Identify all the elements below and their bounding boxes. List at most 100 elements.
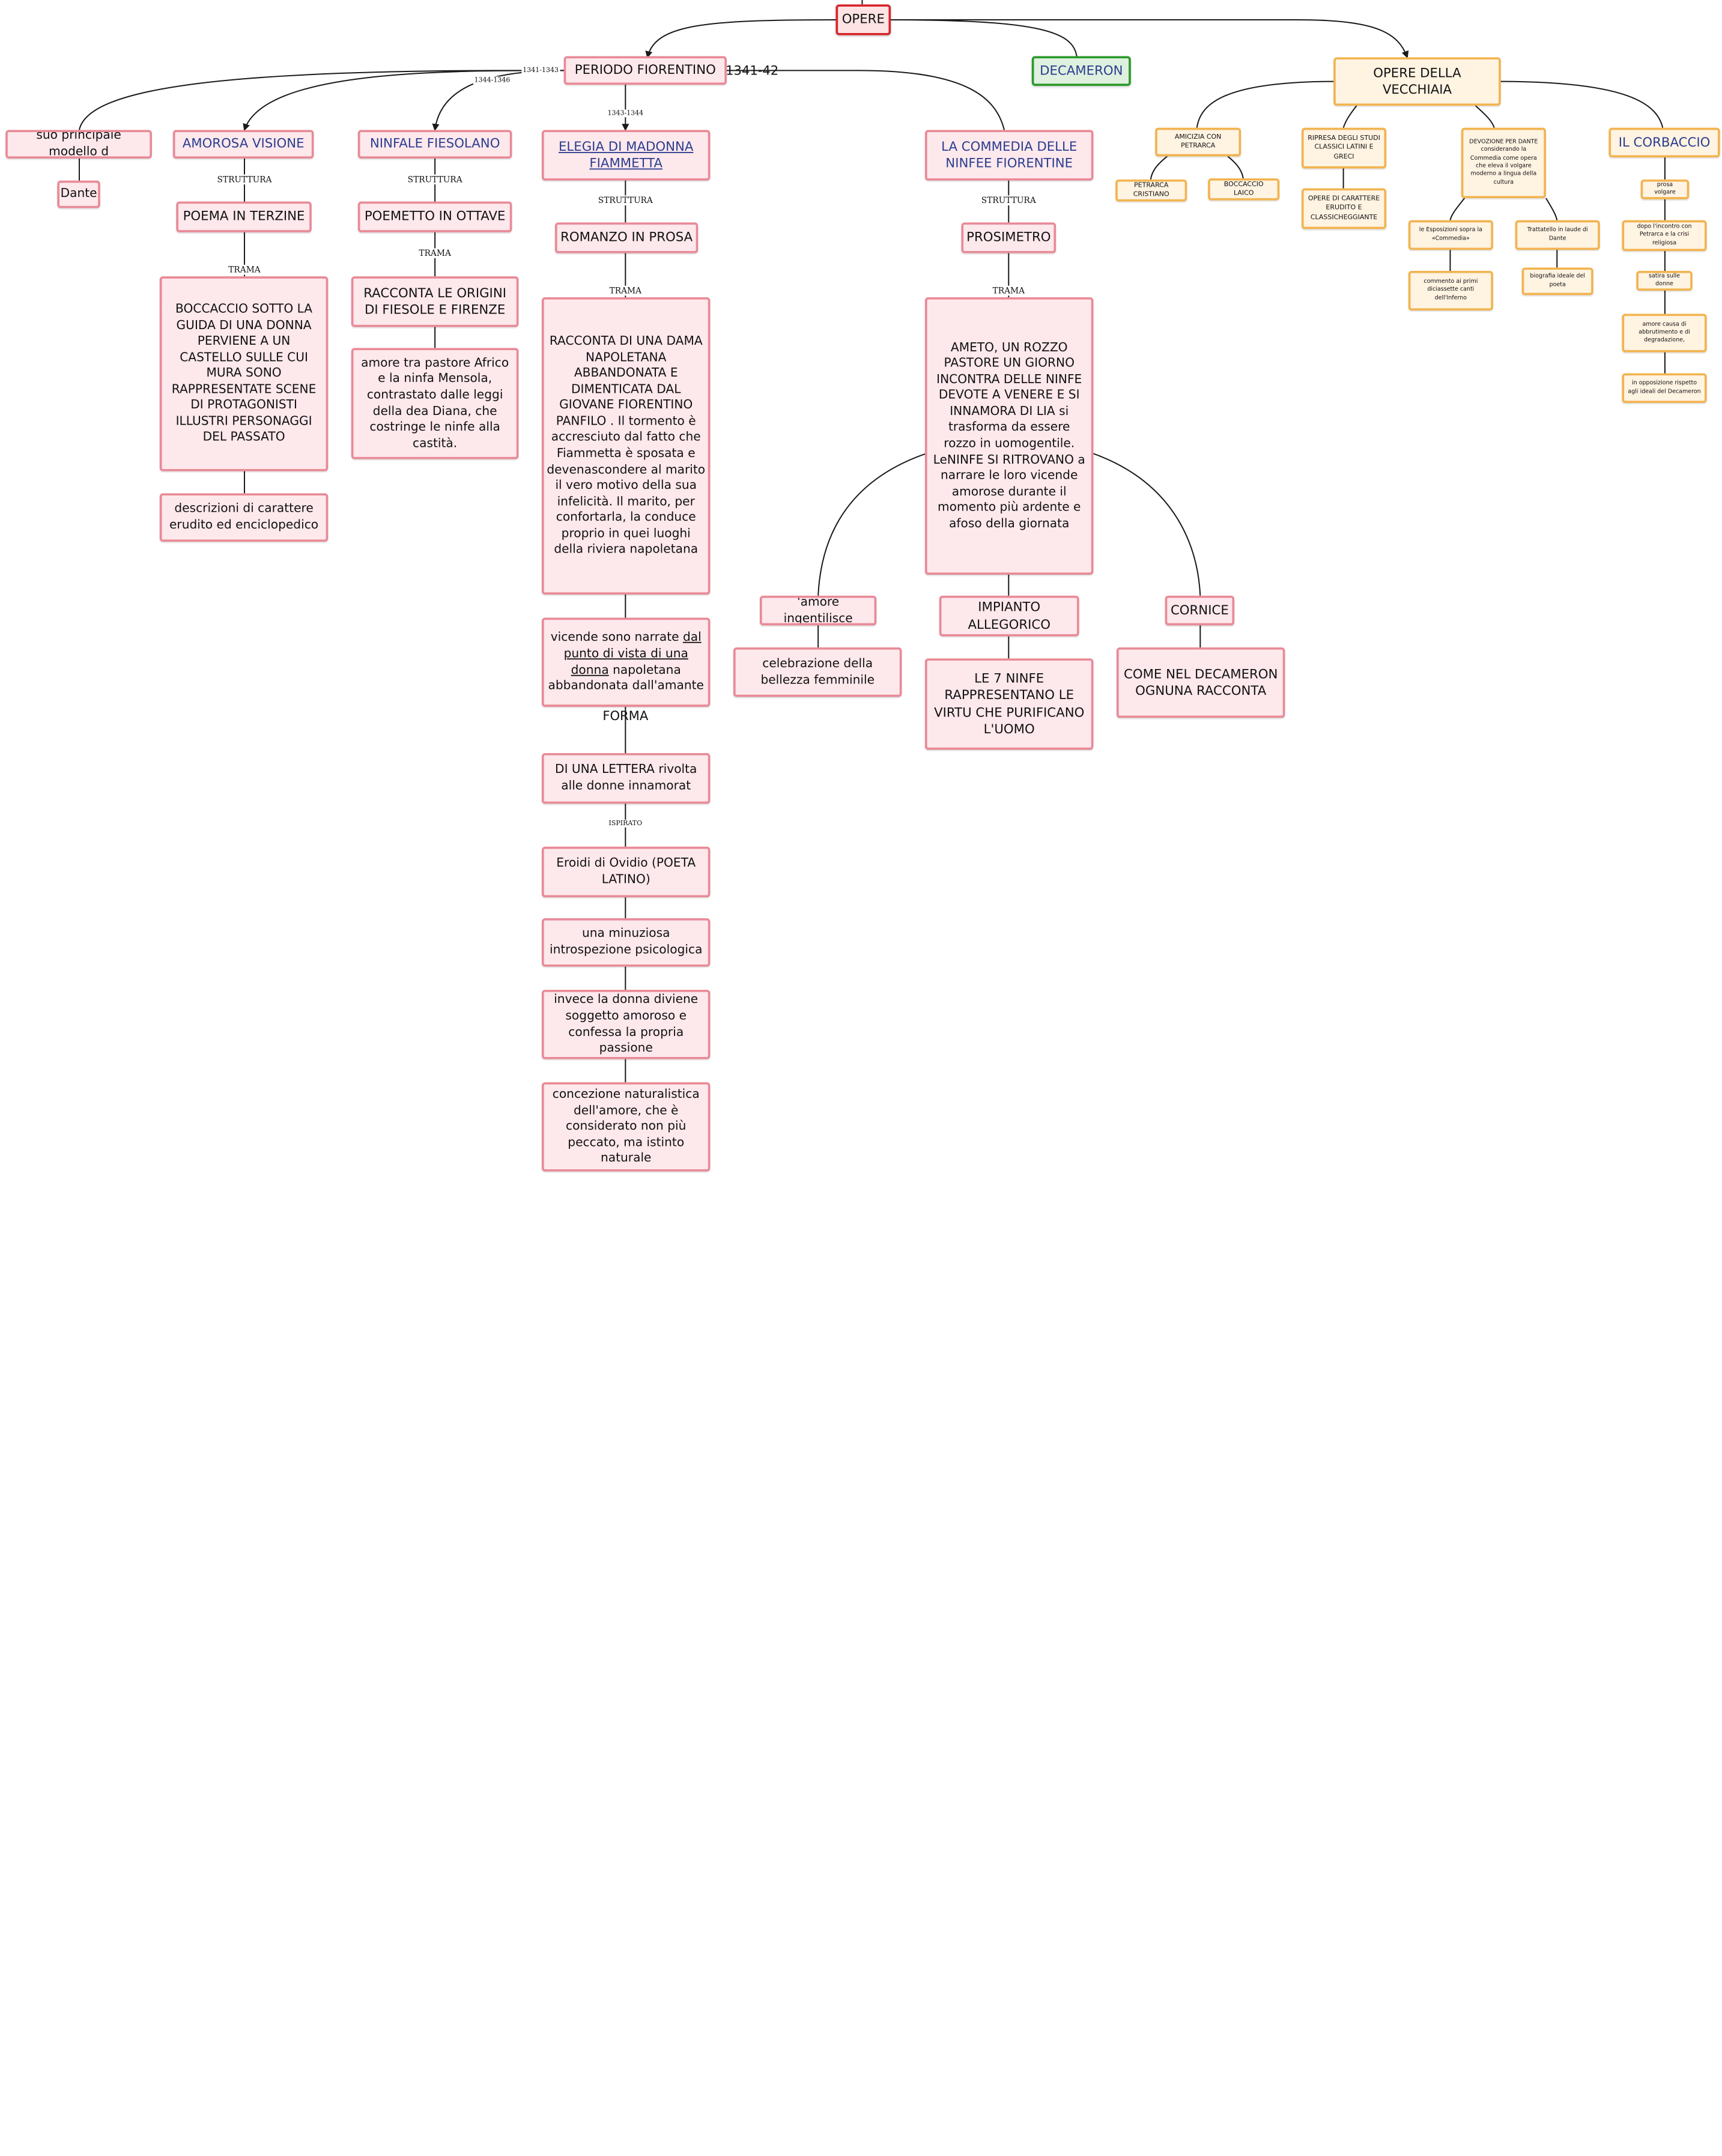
descrizioni-node[interactable]: descrizioni di carattere erudito ed enci… bbox=[159, 493, 329, 542]
racconta-dama-text: RACCONTA DI UNA DAMA NAPOLETANA ABBANDON… bbox=[547, 334, 706, 556]
amore-pastore-node[interactable]: amore tra pastore Africo e la ninfa Mens… bbox=[351, 348, 519, 459]
come-decameron-text: COME NEL DECAMERON OGNUNA RACCONTA bbox=[1124, 665, 1278, 698]
ninfale-text: NINFALE FIESOLANO bbox=[369, 136, 500, 151]
dante-node[interactable]: Dante bbox=[57, 180, 100, 208]
connector-label-trama: TRAMA bbox=[417, 248, 452, 258]
introspezione-node[interactable]: una minuziosa introspezione psicologica bbox=[541, 918, 711, 967]
commedia-ninfe-node[interactable]: LA COMMEDIA DELLE NINFEE FIORENTINE bbox=[924, 130, 1094, 181]
connector-label-trama: TRAMA bbox=[608, 285, 643, 296]
soggetto-text: invece la donna diviene soggetto amoroso… bbox=[554, 992, 699, 1055]
amore-pastore-text: amore tra pastore Africo e la ninfa Mens… bbox=[361, 356, 509, 450]
celebrazione-node[interactable]: celebrazione della bellezza femminile bbox=[733, 647, 902, 697]
lettera-node[interactable]: DI UNA LETTERA rivolta alle donne innamo… bbox=[541, 752, 711, 804]
elegia-text: ELEGIA DI MADONNA FIAMMETTA bbox=[558, 138, 694, 171]
satira-text: satira sulle donne bbox=[1648, 273, 1681, 288]
modello-node[interactable]: suo principale modello d bbox=[5, 130, 152, 159]
amicizia-node[interactable]: AMICIZIA CON PETRARCA bbox=[1155, 127, 1241, 157]
opere-node[interactable]: OPERE bbox=[835, 4, 891, 35]
poema-terzine-node[interactable]: POEMA IN TERZINE bbox=[176, 201, 312, 232]
romanzo-prosa-text: ROMANZO IN PROSA bbox=[560, 229, 693, 245]
date-label: 1341-42 bbox=[726, 62, 779, 79]
sette-ninfe-text: LE 7 NINFE RAPPRESENTANO LE VIRTU CHE PU… bbox=[934, 670, 1085, 737]
date-label: 1343-1344 bbox=[606, 109, 645, 118]
devozione-node[interactable]: DEVOZIONE PER DANTE considerando la Comm… bbox=[1461, 127, 1546, 198]
satira-node[interactable]: satira sulle donne bbox=[1636, 270, 1693, 291]
dopo-incontro-node[interactable]: dopo l'incontro con Petrarca e la crisi … bbox=[1622, 220, 1707, 251]
ameto-node[interactable]: AMETO, UN ROZZO PASTORE UN GIORNO INCONT… bbox=[924, 297, 1094, 575]
date-label: 1341-1343 bbox=[521, 66, 560, 74]
boccaccio-laico-node[interactable]: BOCCACCIO LAICO bbox=[1208, 178, 1280, 201]
connector-label-trama: TRAMA bbox=[991, 285, 1026, 296]
prosimetro-node[interactable]: PROSIMETRO bbox=[961, 222, 1057, 253]
elegia-node[interactable]: ELEGIA DI MADONNA FIAMMETTA bbox=[541, 130, 711, 181]
boccaccio-guida-node[interactable]: BOCCACCIO SOTTO LA GUIDA DI UNA DONNA PE… bbox=[159, 276, 329, 471]
decameron-text: DECAMERON bbox=[1040, 62, 1123, 78]
introspezione-text: una minuziosa introspezione psicologica bbox=[549, 926, 703, 957]
origini-fiesole-text: RACCONTA LE ORIGINI DI FIESOLE E FIRENZE bbox=[363, 285, 507, 317]
lettera-text: DI UNA LETTERA rivolta alle donne innamo… bbox=[555, 762, 697, 793]
opere-erudito-node[interactable]: OPERE DI CARATTERE ERUDITO E CLASSICHEGG… bbox=[1301, 188, 1387, 229]
concezione-text: concezione naturalistica dell'amore, che… bbox=[552, 1086, 700, 1166]
concezione-node[interactable]: concezione naturalistica dell'amore, che… bbox=[541, 1082, 711, 1172]
opposizione-text: in opposizione rispetto agli ideali del … bbox=[1628, 380, 1701, 395]
commedia-ninfe-text: LA COMMEDIA DELLE NINFEE FIORENTINE bbox=[941, 138, 1078, 171]
ninfale-node[interactable]: NINFALE FIESOLANO bbox=[357, 130, 512, 159]
periodo-fiorentino-text: PERIODO FIORENTINO bbox=[574, 62, 716, 77]
corbaccio-node[interactable]: IL CORBACCIO bbox=[1608, 127, 1720, 158]
modello-text: suo principale modello d bbox=[36, 130, 121, 159]
impianto-text: IMPIANTO ALLEGORICO bbox=[968, 599, 1050, 632]
ripresa-text: RIPRESA DEGLI STUDI CLASSICI LATINI E GR… bbox=[1308, 135, 1380, 160]
racconta-dama-node[interactable]: RACCONTA DI UNA DAMA NAPOLETANA ABBANDON… bbox=[541, 297, 711, 595]
vicende-text-underlined: dal punto di vista di una bbox=[563, 630, 702, 661]
cornice-text: CORNICE bbox=[1170, 602, 1229, 618]
commento-text: commento ai primi diciassette canti dell… bbox=[1423, 278, 1478, 301]
amore-causa-node[interactable]: amore causa di abbrutimento e di degrada… bbox=[1622, 313, 1707, 353]
biografia-text: biografia ideale del poeta bbox=[1530, 273, 1585, 288]
eroidi-node[interactable]: Eroidi di Ovidio (POETA LATINO) bbox=[541, 846, 711, 898]
connector-label-struttura: STRUTTURA bbox=[216, 174, 273, 185]
boccaccio-laico-text: BOCCACCIO LAICO bbox=[1223, 180, 1264, 198]
amore-causa-text: amore causa di abbrutimento e di degrada… bbox=[1639, 321, 1690, 344]
dopo-incontro-text: dopo l'incontro con Petrarca e la crisi … bbox=[1637, 223, 1692, 247]
prosimetro-text: PROSIMETRO bbox=[966, 229, 1051, 245]
commento-node[interactable]: commento ai primi diciassette canti dell… bbox=[1408, 270, 1493, 310]
trattatello-node[interactable]: Trattatello in laude di Dante bbox=[1515, 220, 1600, 250]
opere-erudito-text: OPERE DI CARATTERE ERUDITO E CLASSICHEGG… bbox=[1308, 195, 1380, 221]
decameron-node[interactable]: DECAMERON bbox=[1031, 56, 1131, 86]
opere-vecchiaia-node[interactable]: OPERE DELLA VECCHIAIA bbox=[1333, 57, 1501, 106]
connector-label-struttura: STRUTTURA bbox=[596, 195, 654, 205]
origini-fiesole-node[interactable]: RACCONTA LE ORIGINI DI FIESOLE E FIRENZE bbox=[351, 276, 519, 327]
impianto-node[interactable]: IMPIANTO ALLEGORICO bbox=[939, 595, 1079, 637]
connector-lines bbox=[78, 0, 1666, 1083]
esposizioni-node[interactable]: le Esposizioni sopra la «Commedia» bbox=[1408, 220, 1493, 250]
amore-ingentilisce-node[interactable]: 'amore ingentilisce bbox=[759, 595, 877, 626]
connector-label-struttura: STRUTTURA bbox=[406, 174, 464, 185]
cornice-node[interactable]: CORNICE bbox=[1165, 595, 1235, 626]
vicende-node[interactable]: vicende sono narrate dal punto di vista … bbox=[541, 617, 711, 707]
amore-ingentilisce-text: 'amore ingentilisce bbox=[783, 595, 853, 625]
vicende-text: vicende sono narrate dal punto di vista … bbox=[547, 631, 705, 694]
biografia-node[interactable]: biografia ideale del poeta bbox=[1521, 267, 1593, 295]
soggetto-node[interactable]: invece la donna diviene soggetto amoroso… bbox=[541, 990, 711, 1059]
amorosa-visione-text: AMOROSA VISIONE bbox=[182, 136, 305, 151]
periodo-fiorentino-node[interactable]: PERIODO FIORENTINO bbox=[563, 56, 727, 85]
vicende-text-underlined: donna bbox=[571, 662, 609, 677]
sette-ninfe-node[interactable]: LE 7 NINFE RAPPRESENTANO LE VIRTU CHE PU… bbox=[924, 658, 1094, 750]
opposizione-node[interactable]: in opposizione rispetto agli ideali del … bbox=[1622, 373, 1707, 403]
connector-label-trama: TRAMA bbox=[227, 264, 262, 275]
poemetto-ottave-node[interactable]: POEMETTO IN OTTAVE bbox=[357, 201, 512, 232]
prosa-volgare-node[interactable]: prosa volgare bbox=[1640, 179, 1690, 199]
esposizioni-text: le Esposizioni sopra la «Commedia» bbox=[1419, 227, 1482, 242]
connector-label-forma: FORMA bbox=[602, 707, 649, 724]
romanzo-prosa-node[interactable]: ROMANZO IN PROSA bbox=[554, 222, 699, 253]
amorosa-visione-node[interactable]: AMOROSA VISIONE bbox=[172, 130, 314, 159]
opere-vecchiaia-text: OPERE DELLA VECCHIAIA bbox=[1373, 64, 1461, 97]
connector-label-ispirato: ISPIRATO bbox=[607, 819, 643, 828]
petrarca-cristiano-node[interactable]: PETRARCA CRISTIANO bbox=[1115, 179, 1187, 202]
devozione-text: DEVOZIONE PER DANTE considerando la Comm… bbox=[1469, 139, 1538, 186]
ripresa-node[interactable]: RIPRESA DEGLI STUDI CLASSICI LATINI E GR… bbox=[1301, 127, 1387, 169]
boccaccio-guida-text: BOCCACCIO SOTTO LA GUIDA DI UNA DONNA PE… bbox=[171, 301, 317, 444]
come-decameron-node[interactable]: COME NEL DECAMERON OGNUNA RACCONTA bbox=[1116, 647, 1285, 718]
ameto-text: AMETO, UN ROZZO PASTORE UN GIORNO INCONT… bbox=[933, 340, 1085, 530]
